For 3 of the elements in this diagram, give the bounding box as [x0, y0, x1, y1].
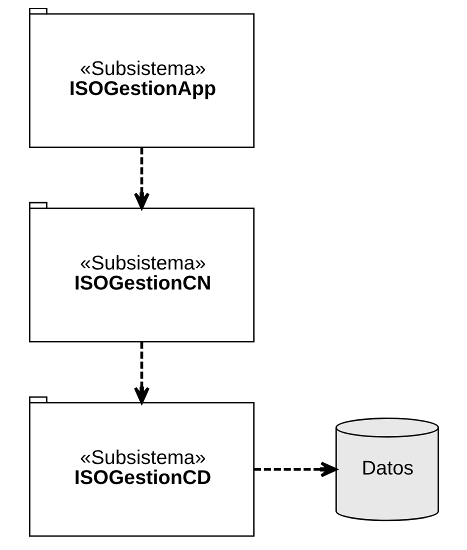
arrow	[133, 342, 150, 404]
arrow	[253, 462, 337, 478]
arrow	[133, 147, 150, 210]
